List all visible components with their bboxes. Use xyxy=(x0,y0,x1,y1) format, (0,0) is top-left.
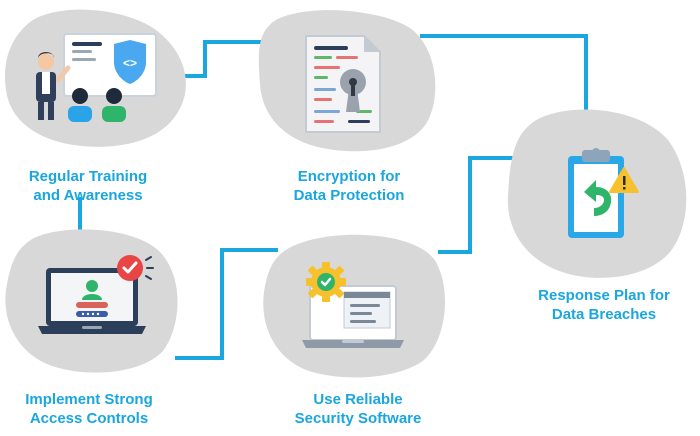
label-response-plan: Response Plan for Data Breaches xyxy=(538,287,670,323)
label-regular-training: Regular Training and Awareness xyxy=(28,168,148,204)
connector-software-to-response xyxy=(438,156,515,254)
label-encryption: Encryption for Data Protection xyxy=(293,168,405,204)
svg-text:<>: <> xyxy=(123,56,137,70)
connector-encryption-to-response xyxy=(420,34,588,125)
connector-training-to-encryption xyxy=(172,40,262,78)
label-access-controls: Implement Strong Access Controls xyxy=(25,391,153,427)
encrypted-document-icon xyxy=(305,35,381,133)
response-clipboard-icon xyxy=(568,148,639,238)
secure-login-laptop-icon xyxy=(38,255,154,334)
training-presentation-icon: <> xyxy=(36,33,157,122)
connector-access-to-software xyxy=(175,248,278,360)
security-software-laptop-icon xyxy=(302,262,404,348)
label-security-software: Use Reliable Security Software xyxy=(294,391,422,427)
